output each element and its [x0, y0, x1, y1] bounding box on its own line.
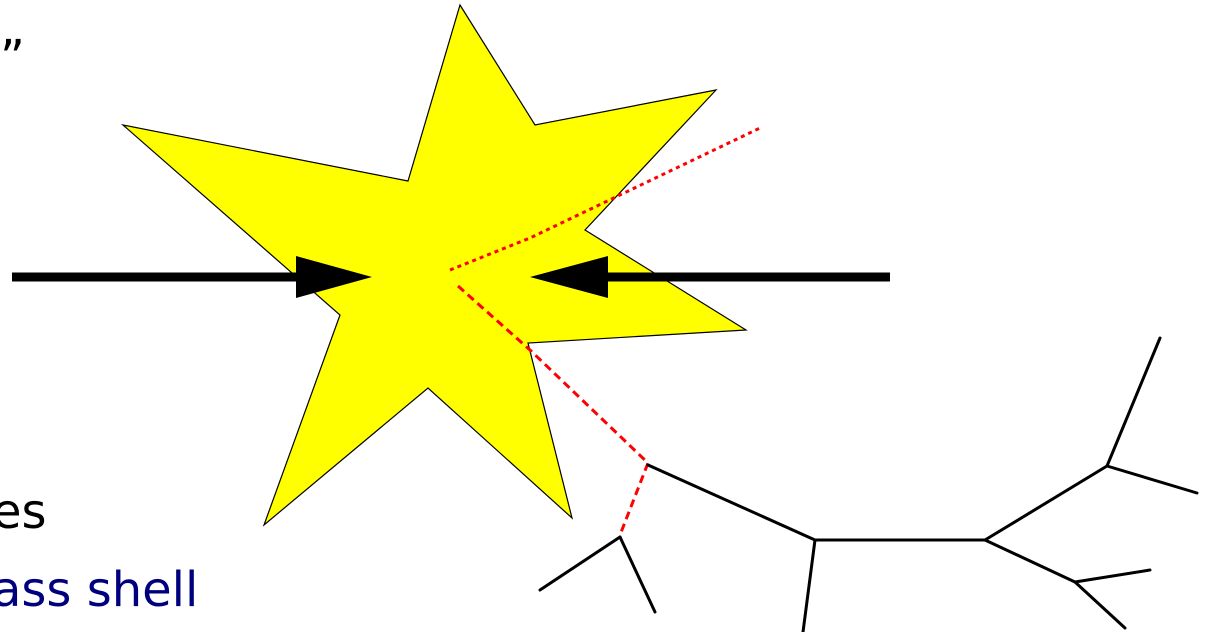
- caption-fragment-es: es: [0, 488, 47, 536]
- caption-fragment-ass-shell: ass shell: [0, 566, 198, 614]
- left-arrow: [12, 256, 372, 298]
- branch-tree: [540, 338, 1197, 632]
- explosion-star: [123, 5, 746, 525]
- closing-quote-text: ”: [0, 34, 25, 82]
